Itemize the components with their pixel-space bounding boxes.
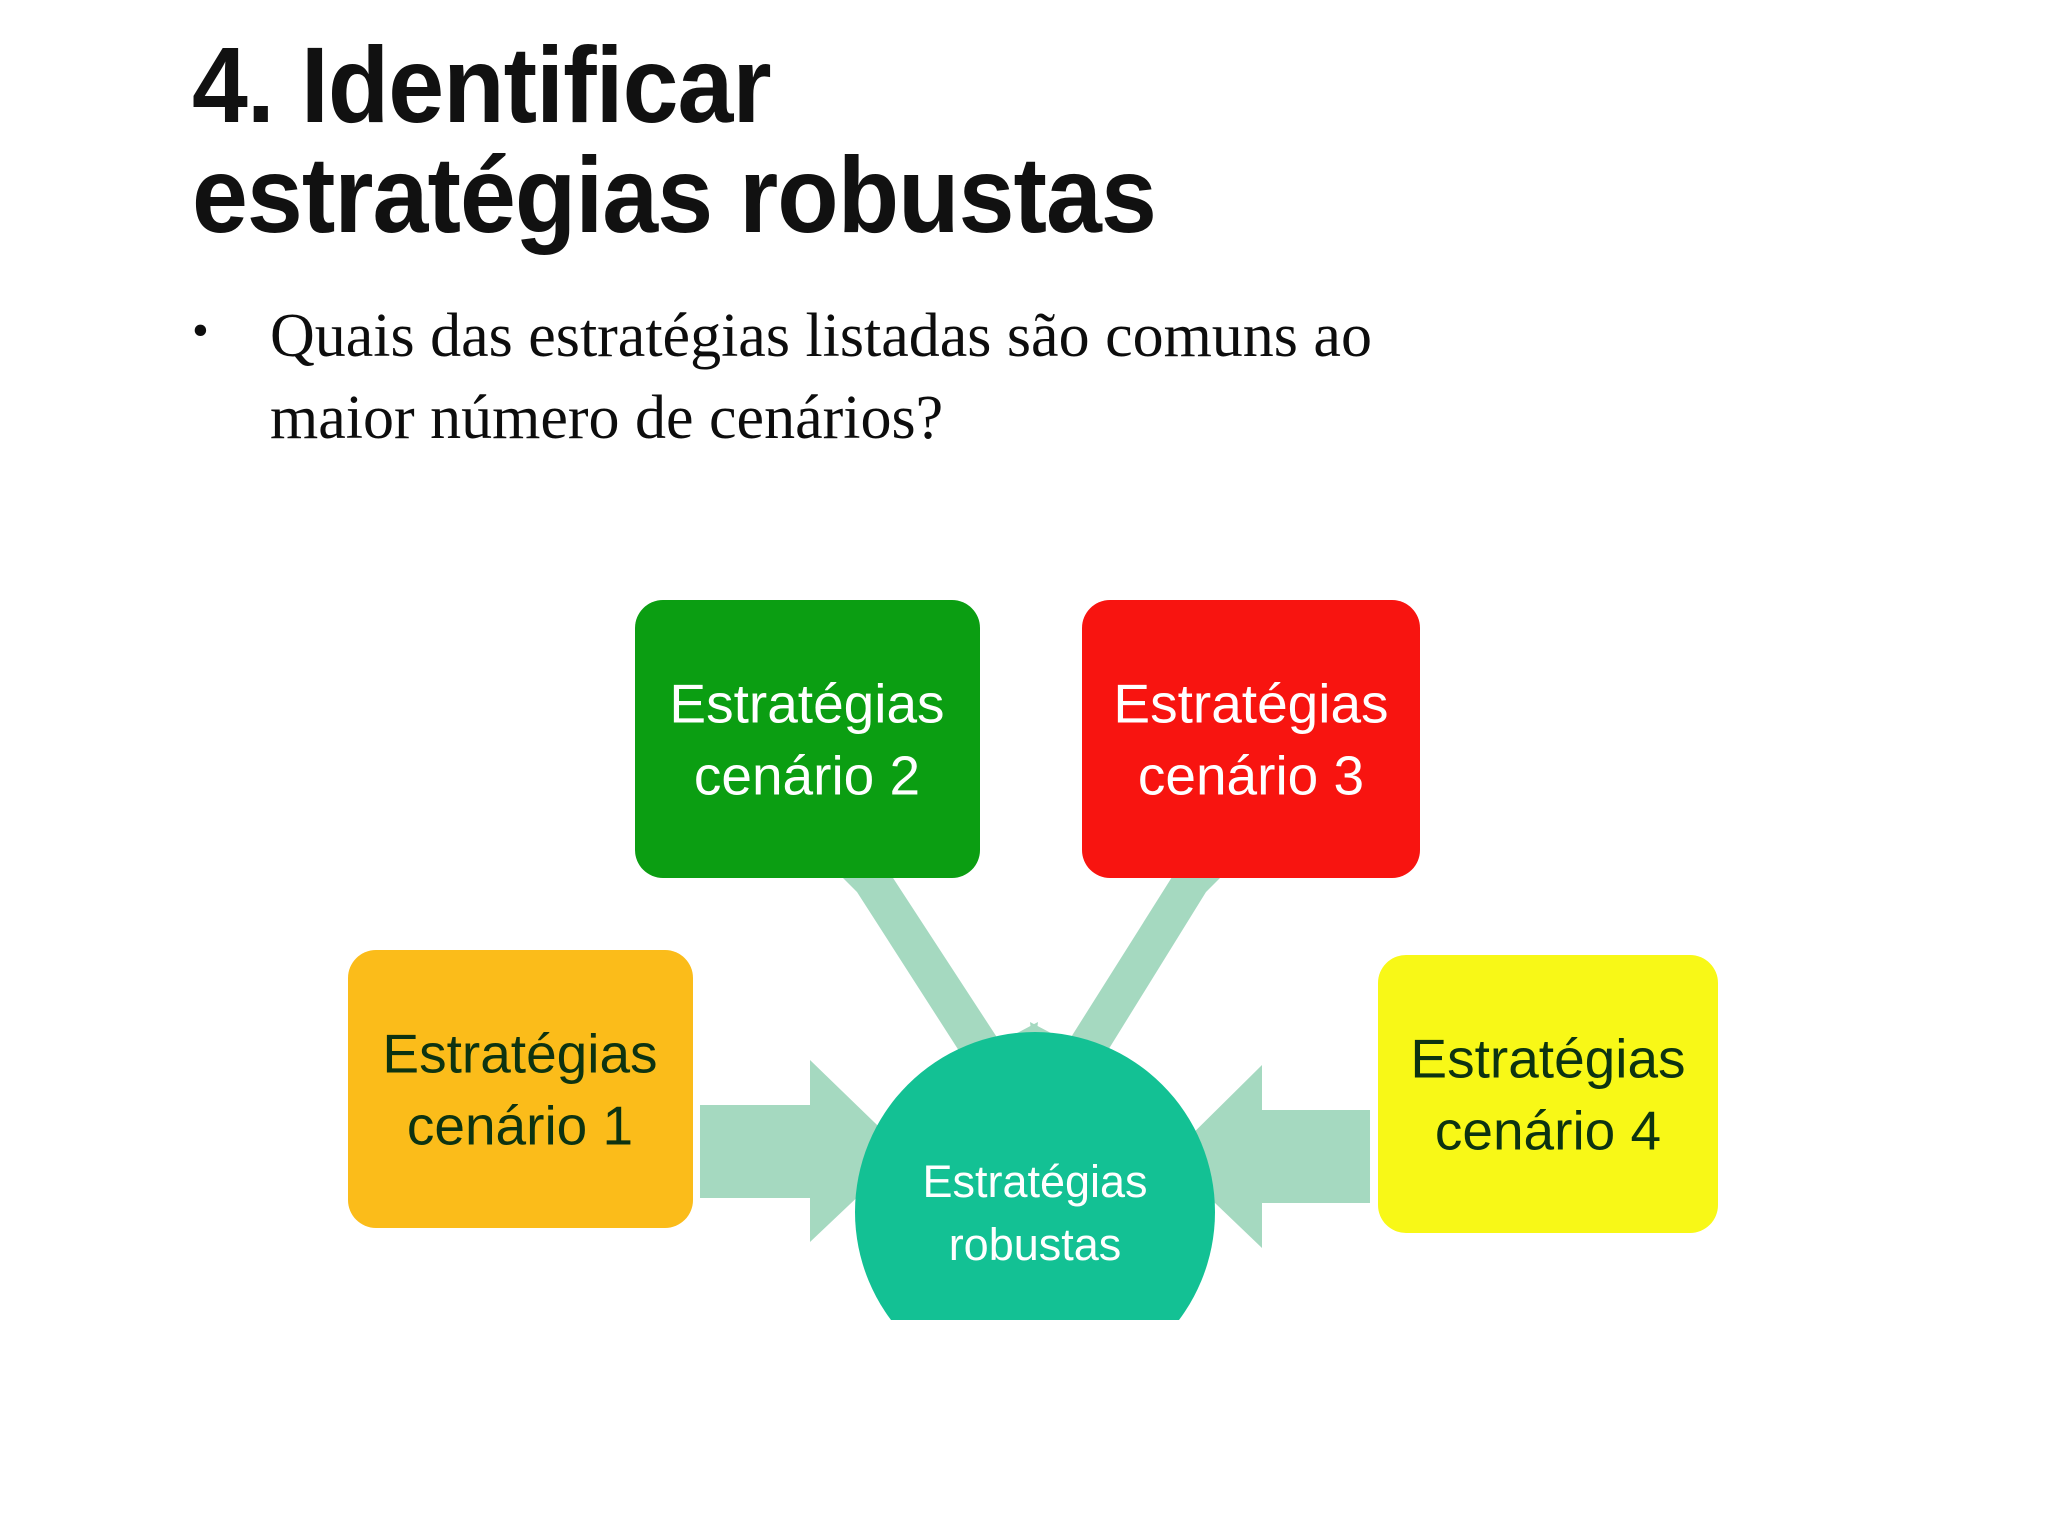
cenario-1-label-line-1: Estratégias xyxy=(382,1023,657,1085)
bullet-marker-icon: • xyxy=(192,304,209,357)
arrow-cenario-1-to-hub xyxy=(700,1060,905,1242)
cenario-2-label-line-1: Estratégias xyxy=(669,673,944,735)
node-cenario-3[interactable]: Estratégias cenário 3 xyxy=(1082,600,1420,878)
bullet-item-text: Quais das estratégias listadas são comun… xyxy=(270,302,1372,452)
cenario-4-label-line-1: Estratégias xyxy=(1410,1028,1685,1090)
cenario-2-box-shape xyxy=(635,600,980,878)
cenario-3-box-shape xyxy=(1082,600,1420,878)
cenario-3-label-line-1: Estratégias xyxy=(1113,673,1388,735)
page-title: 4. Identificar estratégias robustas xyxy=(192,24,1692,256)
node-cenario-2[interactable]: Estratégias cenário 2 xyxy=(635,600,980,878)
bullet-list: • Quais das estratégias listadas são com… xyxy=(192,296,1692,460)
title-line-1: 4. Identificar xyxy=(192,24,772,145)
node-cenario-1[interactable]: Estratégias cenário 1 xyxy=(348,950,693,1228)
strategy-convergence-diagram: Estratégias robustas Estratégias cenário… xyxy=(0,540,2048,1320)
cenario-2-label-line-2: cenário 2 xyxy=(694,745,920,807)
cenario-1-label-line-2: cenário 1 xyxy=(407,1095,633,1157)
node-cenario-4[interactable]: Estratégias cenário 4 xyxy=(1378,955,1718,1233)
arrow-cenario-4-to-hub xyxy=(1168,1065,1370,1248)
hub-label-line-1: Estratégias xyxy=(922,1156,1147,1207)
cenario-4-label-line-2: cenário 4 xyxy=(1435,1100,1661,1162)
cenario-4-box-shape xyxy=(1378,955,1718,1233)
hub-label-line-2: robustas xyxy=(949,1219,1122,1270)
node-hub-estrategias-robustas[interactable]: Estratégias robustas xyxy=(855,1032,1215,1320)
cenario-1-box-shape xyxy=(348,950,693,1228)
title-line-2: estratégias robustas xyxy=(192,134,1157,256)
cenario-3-label-line-2: cenário 3 xyxy=(1138,745,1364,807)
hub-circle-shape xyxy=(855,1032,1215,1320)
